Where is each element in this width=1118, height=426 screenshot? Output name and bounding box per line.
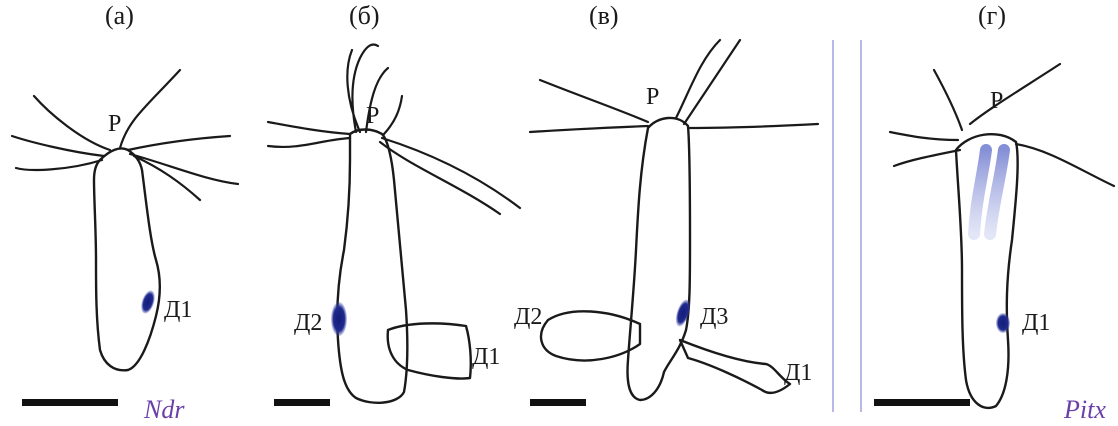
panel-d-mark-p: Р bbox=[990, 88, 1003, 114]
panel-c-bud-d1 bbox=[680, 340, 790, 393]
panel-c-label: (в) bbox=[589, 1, 619, 30]
panel-d-stain bbox=[996, 313, 1010, 333]
panel-b-tentacle bbox=[380, 138, 520, 214]
panel-d-scale-bar bbox=[874, 399, 970, 406]
panel-c-mark-d1: Д1 bbox=[784, 360, 812, 386]
panel-b-tentacle bbox=[268, 96, 402, 147]
panel-a-tentacle bbox=[12, 70, 238, 200]
panel-d: (г) Р Д1 Pitx bbox=[874, 1, 1114, 424]
panel-a-mark-p: Р bbox=[108, 111, 121, 137]
panel-b-label: (б) bbox=[349, 1, 380, 30]
panel-b-scale-bar bbox=[274, 399, 330, 406]
panel-a-scale-bar bbox=[22, 399, 118, 406]
panel-c: (в) Р Д2 Д3 Д1 bbox=[514, 1, 818, 406]
panel-d-gene: Pitx bbox=[1063, 395, 1106, 424]
panel-c-bud-d2 bbox=[541, 311, 640, 360]
panel-a-mark-d1: Д1 bbox=[164, 297, 192, 323]
panel-a-gene: Ndr bbox=[143, 395, 185, 424]
panel-d-stain-stripe bbox=[990, 150, 1004, 234]
panel-b: (б) Р Д2 Д1 bbox=[268, 1, 520, 406]
panel-d-stain-stripe bbox=[974, 150, 986, 234]
panel-b-mark-d1: Д1 bbox=[472, 344, 500, 370]
panel-c-mark-d2: Д2 bbox=[514, 304, 542, 330]
panel-d-mark-d1: Д1 bbox=[1022, 310, 1050, 336]
panel-b-mark-d2: Д2 bbox=[294, 310, 322, 336]
panel-d-label: (г) bbox=[978, 1, 1006, 30]
panel-a-label: (а) bbox=[105, 1, 134, 30]
panel-c-mark-p: Р bbox=[646, 84, 659, 110]
panel-b-stain bbox=[331, 302, 347, 336]
panel-b-bud-d1 bbox=[388, 323, 471, 378]
panel-a: (а) Р Д1 Ndr bbox=[12, 1, 238, 424]
panel-c-body bbox=[628, 118, 691, 400]
panel-b-mark-p: Р bbox=[366, 103, 379, 129]
panel-c-mark-d3: Д3 bbox=[700, 304, 728, 330]
panel-c-scale-bar bbox=[530, 399, 586, 406]
panel-a-body bbox=[94, 148, 160, 370]
panel-a-stain bbox=[139, 289, 158, 316]
